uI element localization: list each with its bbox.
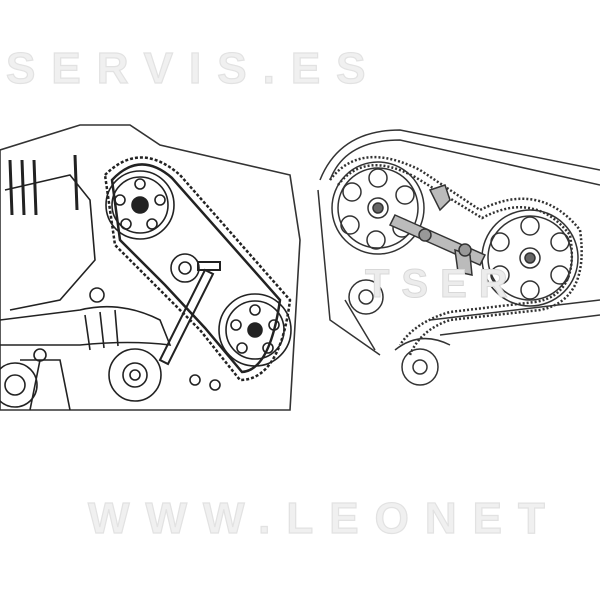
camshaft-sprocket-right-1 <box>331 161 425 255</box>
locking-tool-left <box>158 261 221 366</box>
locking-tool-right <box>388 184 487 276</box>
watermark-top: SERVIS.ES <box>5 43 382 93</box>
camshaft-sprocket-left <box>105 170 175 240</box>
crankshaft-sprocket-left <box>218 293 292 367</box>
watermark-bottom: WWW.LEONET <box>87 493 561 543</box>
timing-belt-right <box>329 155 583 356</box>
watermark-middle: TSER <box>365 262 520 307</box>
